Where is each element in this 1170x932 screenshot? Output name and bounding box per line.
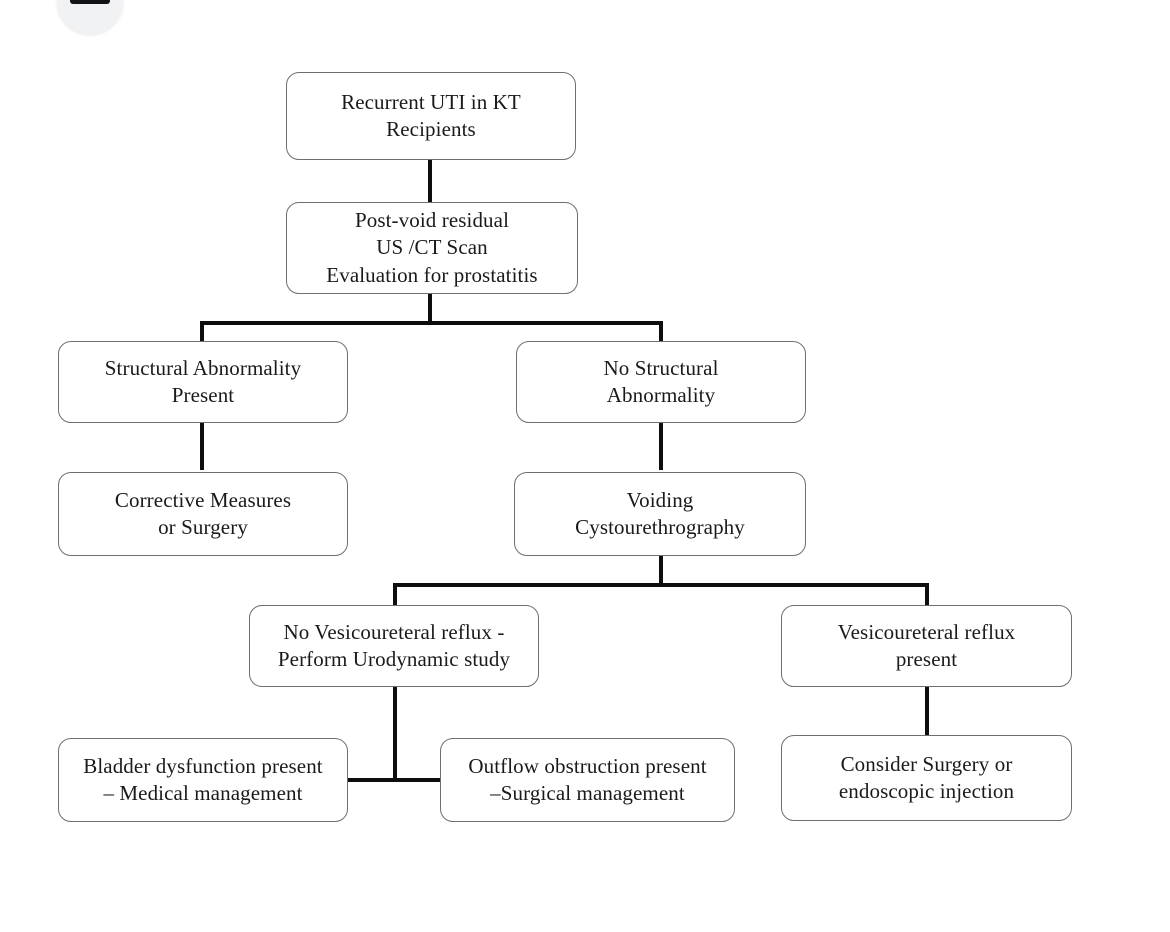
node-label: Outflow obstruction present –Surgical ma… [468,753,707,805]
edge-n2-stem [428,292,432,324]
node-outflow-obstruction-present[interactable]: Outflow obstruction present –Surgical ma… [440,738,735,822]
edge-split-left-row4 [393,583,397,606]
edge-n3-n5 [200,422,204,470]
node-label: Post-void residual US /CT Scan Evaluatio… [326,208,538,287]
edge-n8-n11 [925,686,929,736]
edge-n4-n6 [659,422,663,470]
node-vesicoureteral-reflux-present[interactable]: Vesicoureteral reflux present [781,605,1072,687]
node-label: Recurrent UTI in KT Recipients [341,89,521,141]
node-label: No Structural Abnormality [603,355,719,407]
node-label: No Vesicoureteral reflux - Perform Urody… [277,619,511,671]
edge-split-right-row2 [659,321,663,343]
node-no-structural-abnormality[interactable]: No Structural Abnormality [516,341,806,423]
edge-split-left-row2 [200,321,204,343]
node-structural-abnormality-present[interactable]: Structural Abnormality Present [58,341,348,423]
node-recurrent-uti[interactable]: Recurrent UTI in KT Recipients [286,72,576,160]
edge-n7-to-n9 [345,778,395,782]
node-label: Consider Surgery or endoscopic injection [838,751,1015,803]
edge-split-bar-row2 [200,321,663,325]
node-label: Corrective Measures or Surgery [114,487,292,539]
node-post-void-residual[interactable]: Post-void residual US /CT Scan Evaluatio… [286,202,578,294]
node-no-vesicoureteral-reflux[interactable]: No Vesicoureteral reflux - Perform Urody… [249,605,539,687]
node-corrective-measures-or-surgery[interactable]: Corrective Measures or Surgery [58,472,348,556]
node-consider-surgery-or-endoscopic-injection[interactable]: Consider Surgery or endoscopic injection [781,735,1072,821]
minus-icon [70,0,110,4]
node-label: Voiding Cystourethrography [575,487,745,539]
node-label: Bladder dysfunction present – Medical ma… [83,753,323,805]
edge-n7-stem [393,686,397,782]
node-bladder-dysfunction-present[interactable]: Bladder dysfunction present – Medical ma… [58,738,348,822]
edge-split-bar-row4 [393,583,929,587]
edge-n6-stem [659,556,663,586]
node-label: Structural Abnormality Present [104,355,302,407]
node-voiding-cystourethrography[interactable]: Voiding Cystourethrography [514,472,806,556]
edge-n7-to-n10 [393,778,441,782]
edge-n1-n2 [428,158,432,204]
node-label: Vesicoureteral reflux present [837,619,1016,671]
edge-split-right-row4 [925,583,929,606]
collapse-button[interactable] [57,0,123,34]
